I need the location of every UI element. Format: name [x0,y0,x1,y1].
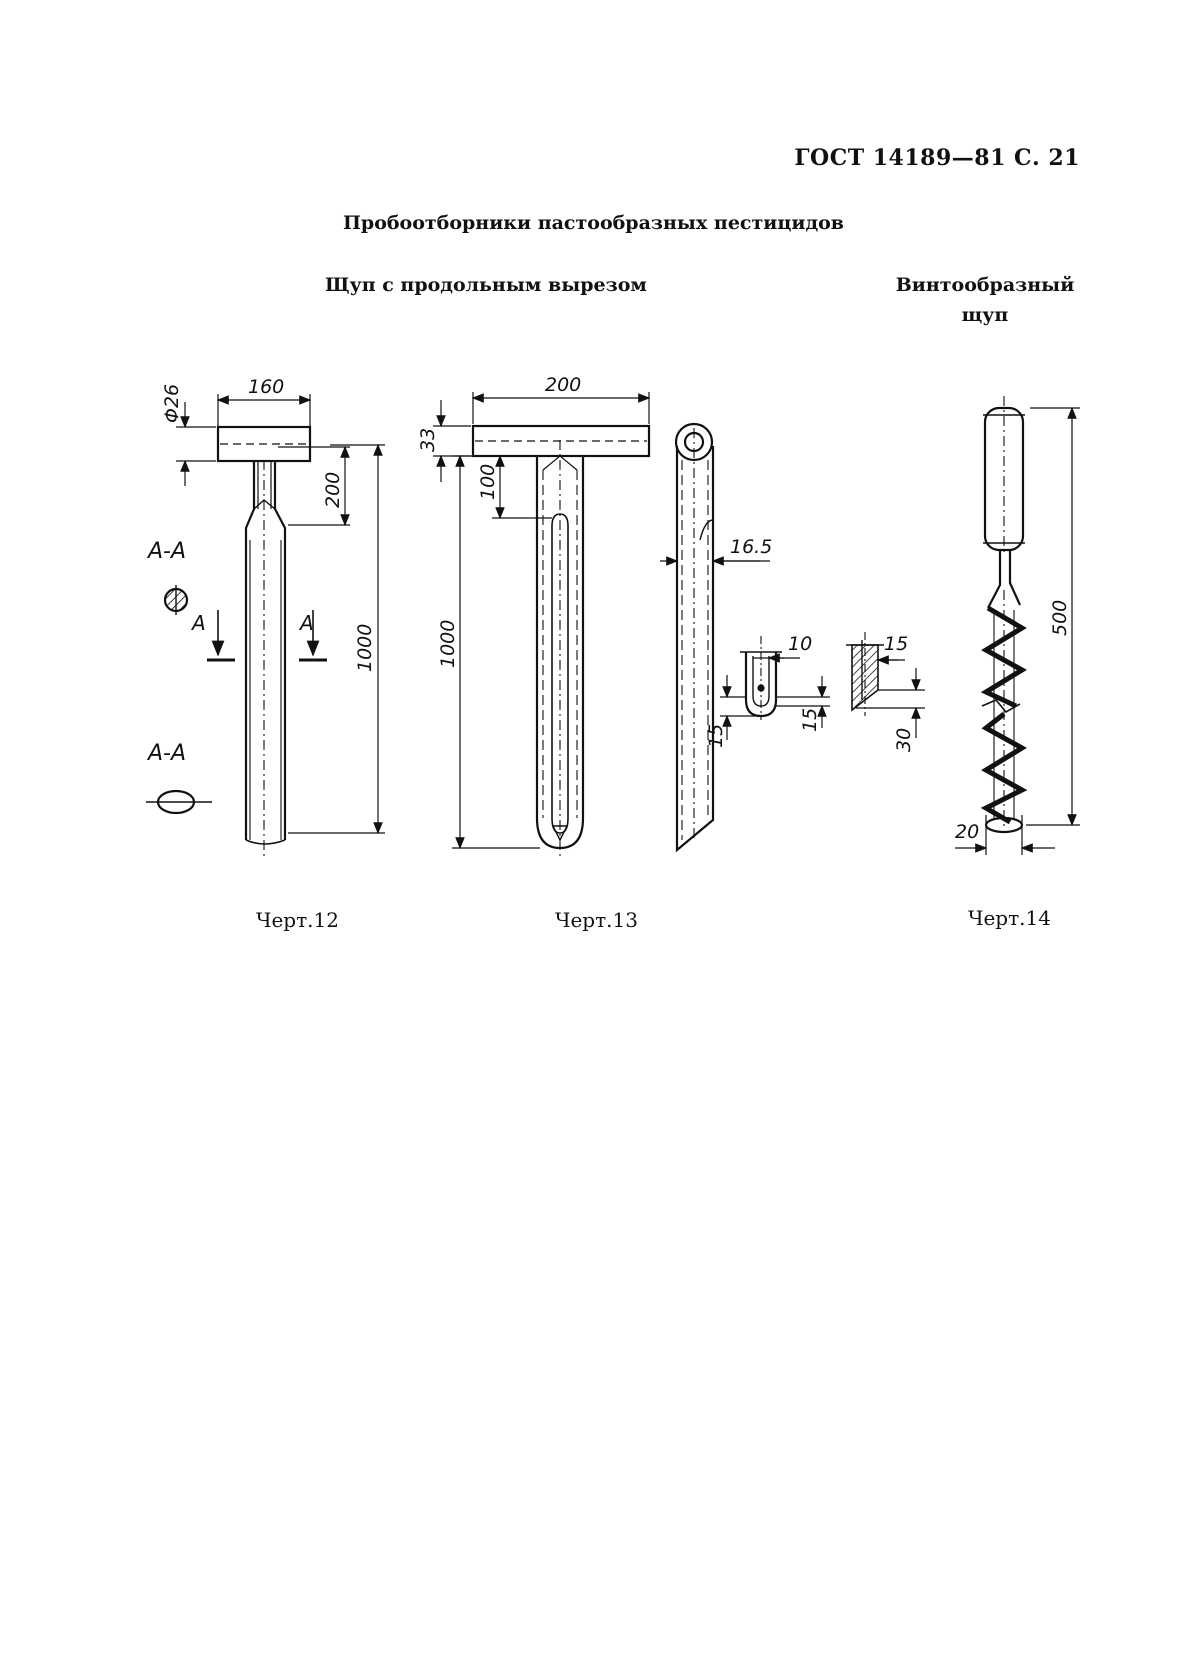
fig12-drawing [146,394,385,860]
fig13-dim-bevel-depth: 30 [893,728,915,752]
fig12-cut-mark-right: А [298,611,314,635]
fig12-dim-length: 1000 [354,624,376,672]
fig12-dim-neck: 200 [322,472,344,508]
fig13-side-view [660,422,770,853]
caption-fig14: Черт.14 [968,906,1051,930]
fig13-dim-slot-depth: 15 [705,724,727,748]
caption-fig13: Черт.13 [555,908,638,932]
subtitle-screw-probe: Винтообразный щуп [895,274,1075,326]
fig13-detail-bevel [846,632,925,738]
fig13-detail-slot [720,636,830,740]
fig13-dim-slot-depth-2: 15 [799,708,821,732]
fig12-section-label-2: А-А [146,741,186,766]
fig12-dim-handle-diameter: Φ26 [161,384,183,423]
fig13-dim-bevel: 15 [884,633,908,655]
fig14-drawing [955,396,1080,855]
fig13-drawing [433,392,651,858]
fig13-dim-slot-width: 10 [788,633,812,655]
fig13-dim-wall: 16.5 [730,536,772,558]
fig13-dim-handle-length: 200 [545,374,581,396]
fig13-dim-handle-height: 33 [417,428,439,452]
fig14-dim-length: 500 [1049,600,1071,636]
fig12-cut-mark-left: А [190,611,206,635]
subtitle-slot-probe: Щуп с продольным вырезом [325,274,647,296]
fig12-dim-handle-length: 160 [248,376,284,398]
fig13-dim-length: 1000 [437,620,459,668]
caption-fig12: Черт.12 [256,908,339,932]
document-header: ГОСТ 14189—81 С. 21 [794,145,1080,171]
fig12-section-label: А-А [146,539,186,564]
fig13-dim-slot-offset: 100 [477,464,499,500]
fig14-dim-spiral-width: 20 [955,821,979,843]
page-title: Пробоотборники пастообразных пестицидов [342,212,845,234]
